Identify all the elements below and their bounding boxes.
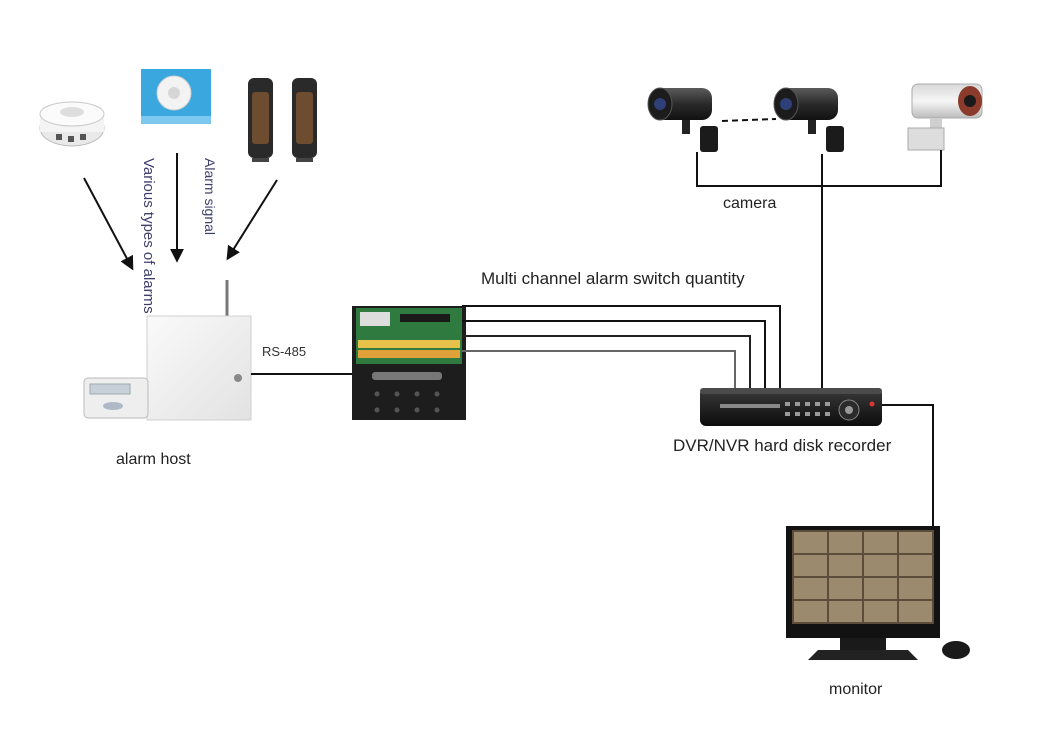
- alarm-signal-label: Alarm signal: [202, 158, 218, 236]
- arrow-beam-to-host: [226, 179, 278, 261]
- alarm-host-icon: [83, 280, 252, 421]
- infrared-beam-detector-icon: [248, 78, 317, 162]
- bullet-camera-2-icon: [773, 87, 844, 152]
- camera-link-dashed: [721, 118, 777, 122]
- alarm-host-label: alarm host: [116, 451, 191, 468]
- smoke-detector-icon: [39, 101, 105, 147]
- various-types-of-alarms-label: Various types of alarms: [140, 158, 157, 314]
- rs485-label: RS-485: [262, 344, 307, 359]
- multi-channel-cables: [462, 305, 781, 388]
- bullet-camera-1-icon: [647, 87, 718, 152]
- dvr-nvr-label: DVR/NVR hard disk recorder: [673, 436, 892, 455]
- alarm-relay-board-icon: [352, 306, 466, 420]
- monitor-label: monitor: [829, 681, 883, 698]
- dvr-to-monitor-cable: [882, 404, 934, 526]
- heat-detector-icon: [141, 69, 211, 124]
- monitor-icon: [786, 526, 970, 660]
- camera-label: camera: [723, 195, 777, 212]
- camera-bus-cable: [696, 150, 942, 388]
- multi-channel-label: Multi channel alarm switch quantity: [481, 269, 745, 288]
- box-camera-icon: [907, 83, 983, 151]
- arrow-smoke-to-host: [83, 177, 134, 271]
- dvr-recorder-icon: [700, 388, 882, 426]
